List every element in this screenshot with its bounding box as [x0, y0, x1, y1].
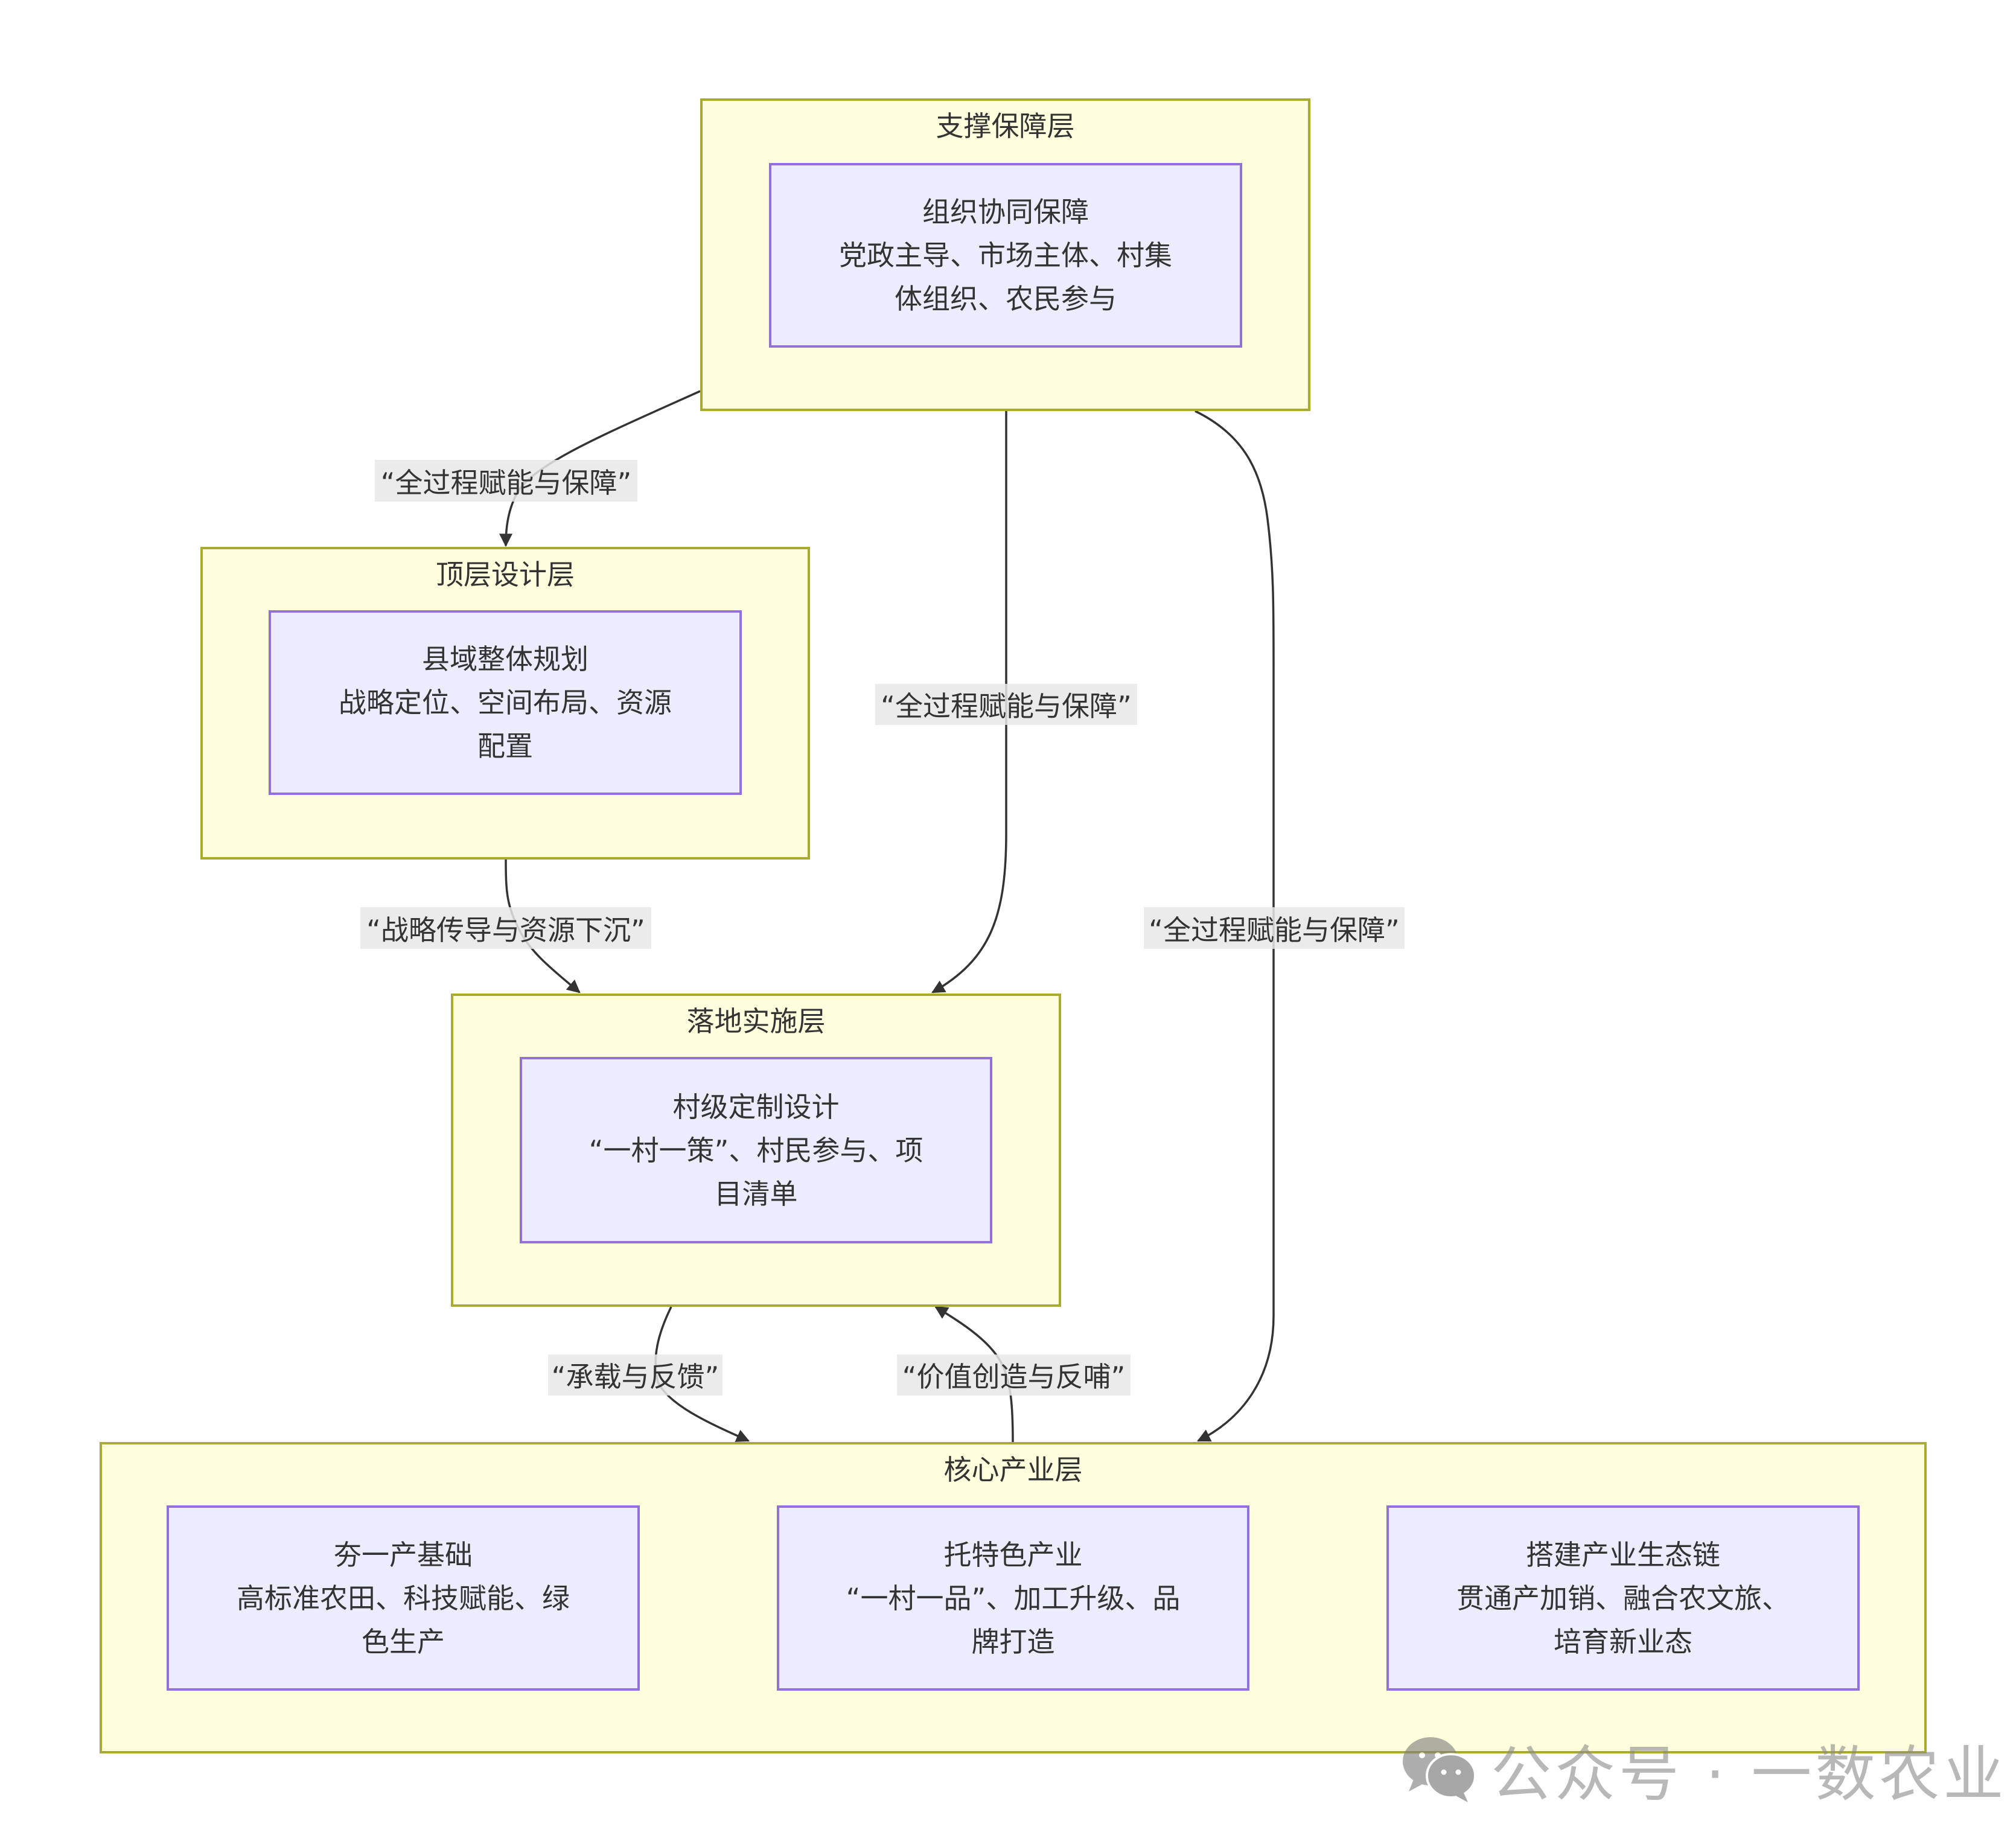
edge-label-core-to-implementation: “价值创造与反哺” — [897, 1354, 1131, 1396]
node-line: 色生产 — [362, 1625, 445, 1658]
layer-title: 落地实施层 — [686, 1005, 826, 1038]
watermark: 公众号 · 一数农业 — [1400, 1726, 2007, 1811]
edge-label-support-to-top-design: “全过程赋能与保障” — [375, 460, 637, 502]
node-county-planning[interactable]: 县域整体规划 战略定位、空间布局、资源 配置 — [269, 610, 742, 795]
node-line: 目清单 — [714, 1177, 798, 1210]
node-industry-ecosystem[interactable]: 搭建产业生态链 贯通产加销、融合农文旅、 培育新业态 — [1386, 1505, 1860, 1691]
edge-label-support-to-core: “全过程赋能与保障” — [1144, 907, 1405, 949]
node-line: 组织协同保障 — [922, 196, 1089, 228]
node-line: 高标准农田、科技赋能、绿 — [237, 1581, 570, 1615]
node-line: 配置 — [477, 730, 533, 762]
edge-label-implementation-to-core: “承载与反馈” — [548, 1354, 723, 1396]
watermark-text: 公众号 · 一数农业 — [1491, 1738, 2008, 1810]
node-primary-industry[interactable]: 夯一产基础 高标准农田、科技赋能、绿 色生产 — [167, 1505, 640, 1691]
node-line: 培育新业态 — [1554, 1625, 1692, 1658]
node-line: 体组织、农民参与 — [895, 282, 1117, 315]
node-village-design[interactable]: 村级定制设计 “一村一策”、村民参与、项 目清单 — [520, 1057, 992, 1243]
node-line: 贯通产加销、融合农文旅、 — [1456, 1581, 1790, 1615]
node-line: “一村一策”、村民参与、项 — [589, 1134, 923, 1167]
layer-title: 支撑保障层 — [936, 110, 1075, 142]
node-featured-industry[interactable]: 托特色产业 “一村一品”、加工升级、品 牌打造 — [777, 1505, 1249, 1691]
edge-support-to-implementation — [931, 411, 1007, 994]
layer-title: 核心产业层 — [943, 1453, 1083, 1486]
node-line: 搭建产业生态链 — [1526, 1538, 1720, 1571]
node-line: 夯一产基础 — [334, 1538, 473, 1571]
edge-support-to-core — [1195, 410, 1275, 1442]
wechat-icon — [1403, 1737, 1476, 1802]
node-line: 战略定位、空间布局、资源 — [339, 686, 672, 719]
node-line: 党政主导、市场主体、村集 — [839, 239, 1172, 272]
edge-label-support-to-implementation: “全过程赋能与保障” — [875, 684, 1137, 725]
edge-label-top-design-to-implementation: “战略传导与资源下沉” — [360, 907, 651, 949]
node-line: 县域整体规划 — [422, 643, 589, 675]
node-line: “一村一品”、加工升级、品 — [846, 1581, 1181, 1615]
node-organization-guarantee[interactable]: 组织协同保障 党政主导、市场主体、村集 体组织、农民参与 — [769, 163, 1242, 348]
node-line: 托特色产业 — [943, 1538, 1083, 1571]
layer-title: 顶层设计层 — [436, 558, 575, 591]
node-line: 牌打造 — [971, 1625, 1055, 1658]
node-line: 村级定制设计 — [672, 1090, 840, 1123]
